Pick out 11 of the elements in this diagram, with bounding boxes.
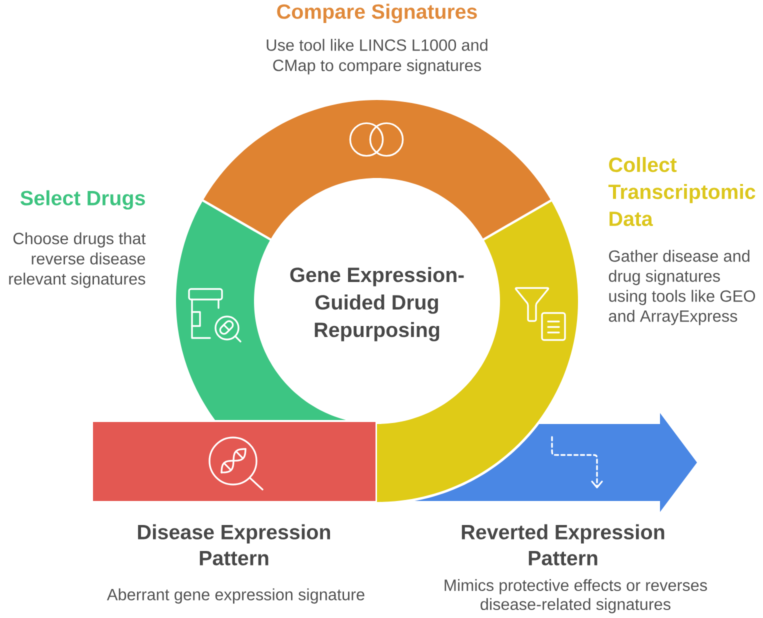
step-description: Use tool like LINCS L1000 and CMap to compare signatures xyxy=(266,38,488,74)
step-description: Mimics protective effects or reverses disease-related signatures xyxy=(444,579,707,614)
step-description: Gather disease and drug signatures using tools like GEO and ArrayExpress xyxy=(608,250,756,326)
step-heading: Select Drugs xyxy=(20,190,145,210)
step-description: Aberrant gene expression signature xyxy=(106,588,364,604)
step-description: Choose drugs that reverse disease relevant signatures xyxy=(9,232,146,288)
step-heading: Collect Transcriptomic Data xyxy=(608,156,756,226)
step-heading: Disease Expression Pattern xyxy=(138,524,330,566)
title: Gene Expression-Guided Drug Repurposing xyxy=(290,267,464,342)
step-heading: Reverted Expression Pattern xyxy=(462,524,664,566)
step-heading: Compare Signatures xyxy=(277,4,477,24)
